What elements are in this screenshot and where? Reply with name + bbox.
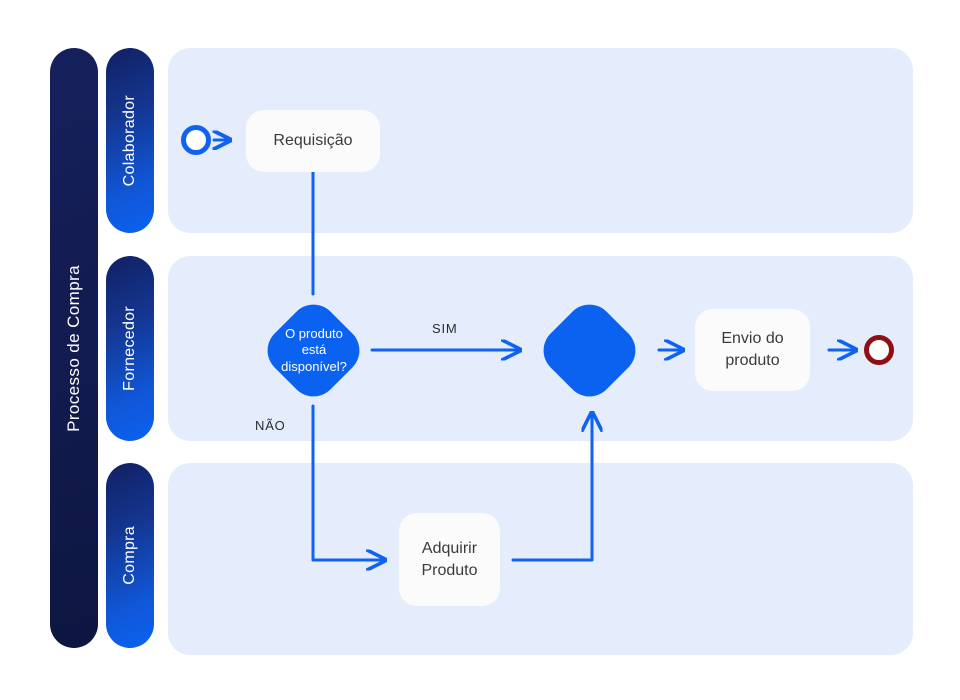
edge-label-nao-text: NÃO bbox=[255, 418, 286, 433]
lane-label-colaborador: Colaborador bbox=[121, 94, 138, 187]
lane-bar-compra: Compra bbox=[106, 463, 154, 648]
task-envio-do-produto[interactable]: Envio do produto bbox=[695, 309, 810, 391]
task-adquirir-label-line-1: Adquirir bbox=[421, 539, 478, 557]
lane-label-fornecedor: Fornecedor bbox=[121, 306, 138, 391]
pool-label: Processo de Compra bbox=[64, 264, 83, 432]
lane-bar-fornecedor: Fornecedor bbox=[106, 256, 154, 441]
pool-bar-processo-de-compra: Processo de Compra bbox=[50, 48, 98, 648]
edge-label-sim: SIM bbox=[432, 321, 458, 336]
end-event-icon[interactable] bbox=[864, 335, 894, 365]
lane-background-compra bbox=[168, 463, 913, 655]
edge-label-nao: NÃO bbox=[255, 418, 286, 433]
lane-bar-colaborador: Colaborador bbox=[106, 48, 154, 233]
start-event-icon[interactable] bbox=[181, 125, 211, 155]
task-adquirir-produto[interactable]: Adquirir Produto bbox=[399, 513, 500, 606]
edge-label-sim-text: SIM bbox=[432, 321, 458, 336]
task-adquirir-label-line-2: Produto bbox=[421, 561, 478, 579]
task-envio-label-line-2: produto bbox=[725, 352, 780, 369]
task-requisicao-label: Requisição bbox=[273, 132, 353, 150]
task-envio-label-line-1: Envio do bbox=[721, 330, 784, 348]
lane-label-compra: Compra bbox=[121, 526, 138, 585]
task-requisicao[interactable]: Requisição bbox=[246, 110, 380, 172]
